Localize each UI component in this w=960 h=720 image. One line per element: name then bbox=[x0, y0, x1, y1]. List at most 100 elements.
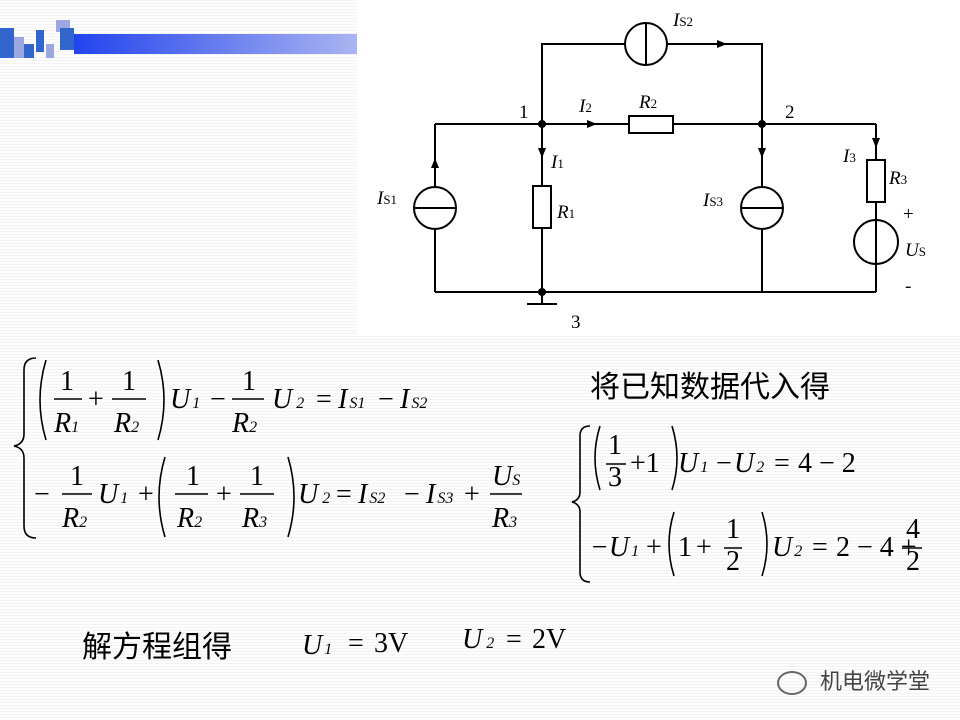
circuit-diagram: 1 2 3 IS2 I2 R2 I1 R1 IS1 IS3 I3 R3 US +… bbox=[376, 10, 926, 333]
arrow-is2 bbox=[717, 40, 727, 48]
label-minus: - bbox=[905, 276, 911, 297]
eq3-rhs: 4 − 2 bbox=[798, 448, 856, 479]
eq2-plus2: + bbox=[216, 479, 232, 510]
eq1-minus2: − bbox=[378, 384, 394, 415]
eq2-d1: R2 bbox=[61, 503, 87, 534]
node-dot-1 bbox=[538, 120, 546, 128]
watermark-text: 机电微学堂 bbox=[819, 670, 930, 695]
node-dot-3 bbox=[538, 288, 546, 296]
eq4-oneplus: 1+ bbox=[678, 532, 712, 563]
arrow-i1 bbox=[538, 148, 546, 158]
numeric-system-brace bbox=[571, 425, 591, 583]
arrow-i2 bbox=[587, 120, 597, 128]
eq2-plus: + bbox=[138, 479, 154, 510]
eq3-n: 1 bbox=[608, 430, 622, 461]
current-source-is2 bbox=[624, 22, 668, 66]
eq2-d2: R2 bbox=[176, 503, 202, 534]
chat-bubble-icon bbox=[776, 671, 807, 695]
eq1-n1: 1 bbox=[60, 366, 74, 397]
voltage-source-us bbox=[853, 219, 899, 265]
label-node-1: 1 bbox=[519, 102, 529, 123]
slide-decoration bbox=[0, 0, 357, 70]
eq2-n3: 1 bbox=[250, 461, 264, 492]
system-brace bbox=[13, 357, 37, 539]
eq3-minus: − bbox=[716, 448, 732, 479]
eq1-n2: 1 bbox=[122, 366, 136, 397]
arrow-is1 bbox=[431, 158, 439, 168]
eq4-d: 2 bbox=[726, 546, 740, 577]
eq3-d: 3 bbox=[608, 462, 622, 493]
eq4-rhs: 2 − 4 + bbox=[836, 532, 917, 563]
eq2-d3: R3 bbox=[241, 503, 267, 534]
current-source-is3 bbox=[740, 186, 784, 230]
watermark: 机电微学堂 bbox=[776, 664, 930, 696]
substitute-label: 将已知数据代入得 bbox=[590, 370, 830, 405]
label-us: US bbox=[905, 240, 926, 261]
label-node-2: 2 bbox=[785, 102, 795, 123]
result-eq2: = bbox=[506, 624, 522, 655]
label-i2: I2 bbox=[578, 96, 592, 117]
resistor-r3 bbox=[866, 159, 886, 203]
arrow-i3 bbox=[872, 138, 880, 148]
label-r1: R1 bbox=[556, 202, 575, 223]
eq2-minus2: − bbox=[404, 479, 420, 510]
circuit-panel: 1 2 3 IS2 I2 R2 I1 R1 IS1 IS3 I3 R3 US +… bbox=[357, 0, 960, 335]
label-plus: + bbox=[903, 204, 914, 225]
result-v2: 2V bbox=[532, 624, 566, 655]
label-is3: IS3 bbox=[702, 190, 723, 211]
eq1-d1: R1 bbox=[53, 408, 79, 439]
eq4-n2: 4 bbox=[906, 514, 920, 545]
result-v1: 3V bbox=[374, 628, 408, 659]
resistor-r2 bbox=[628, 115, 674, 134]
eq2-minus: − bbox=[34, 479, 50, 510]
eq1-n3: 1 bbox=[242, 366, 256, 397]
eq1-d3: R2 bbox=[231, 408, 257, 439]
label-is2: IS2 bbox=[672, 10, 693, 31]
eq2-n2: 1 bbox=[186, 461, 200, 492]
eq2-plus3: + bbox=[464, 479, 480, 510]
eq1-minus: − bbox=[210, 384, 226, 415]
label-r2: R2 bbox=[638, 92, 657, 113]
eq4-eq: = bbox=[812, 532, 828, 563]
eq1-eq: = bbox=[316, 384, 332, 415]
eq3-eq: = bbox=[774, 448, 790, 479]
eq2-us: US bbox=[492, 461, 520, 492]
label-is1: IS1 bbox=[376, 188, 397, 209]
solve-label: 解方程组得 bbox=[82, 630, 232, 665]
eq2-n1: 1 bbox=[70, 461, 84, 492]
result-eq1: = bbox=[348, 628, 364, 659]
eq3-plus1: +1 bbox=[630, 448, 660, 479]
current-source-is1 bbox=[413, 186, 457, 230]
eq4-n: 1 bbox=[726, 514, 740, 545]
arrow-is3 bbox=[758, 148, 766, 158]
eq2-eq: = bbox=[336, 479, 352, 510]
eq2-d4: R3 bbox=[491, 503, 517, 534]
label-r3: R3 bbox=[888, 168, 907, 189]
eq4-d2: 2 bbox=[906, 546, 920, 577]
label-node-3: 3 bbox=[571, 312, 581, 333]
eq1-d2: R2 bbox=[113, 408, 139, 439]
eq4-plus: + bbox=[646, 532, 662, 563]
node-dot-2 bbox=[758, 120, 766, 128]
eq1-plus: + bbox=[88, 384, 104, 415]
label-i1: I1 bbox=[550, 152, 564, 173]
resistor-r1 bbox=[532, 185, 552, 229]
label-i3: I3 bbox=[842, 146, 856, 167]
